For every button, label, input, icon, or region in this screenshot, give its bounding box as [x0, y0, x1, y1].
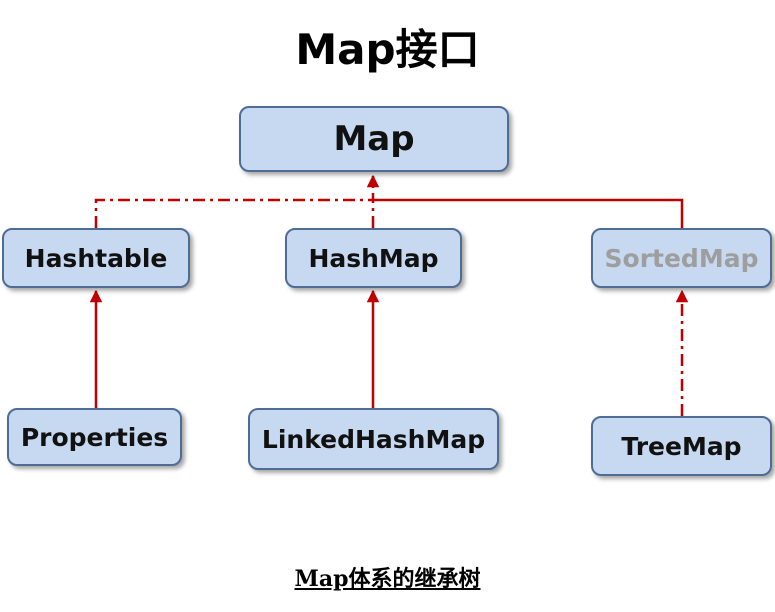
node-treemap: TreeMap	[591, 416, 772, 476]
diagram-title: Map接口	[295, 25, 480, 74]
diagram-caption: Map体系的继承树	[294, 566, 481, 592]
node-hashtable: Hashtable	[2, 228, 190, 288]
edge-sortedmap-to-map	[373, 198, 684, 228]
edge-hashtable-to-map	[94, 174, 380, 228]
node-properties: Properties	[7, 408, 182, 466]
node-linkedhashmap: LinkedHashMap	[248, 408, 499, 470]
node-hashmap: HashMap	[285, 228, 462, 288]
node-map: Map	[239, 106, 509, 172]
node-sortedmap: SortedMap	[591, 228, 772, 288]
